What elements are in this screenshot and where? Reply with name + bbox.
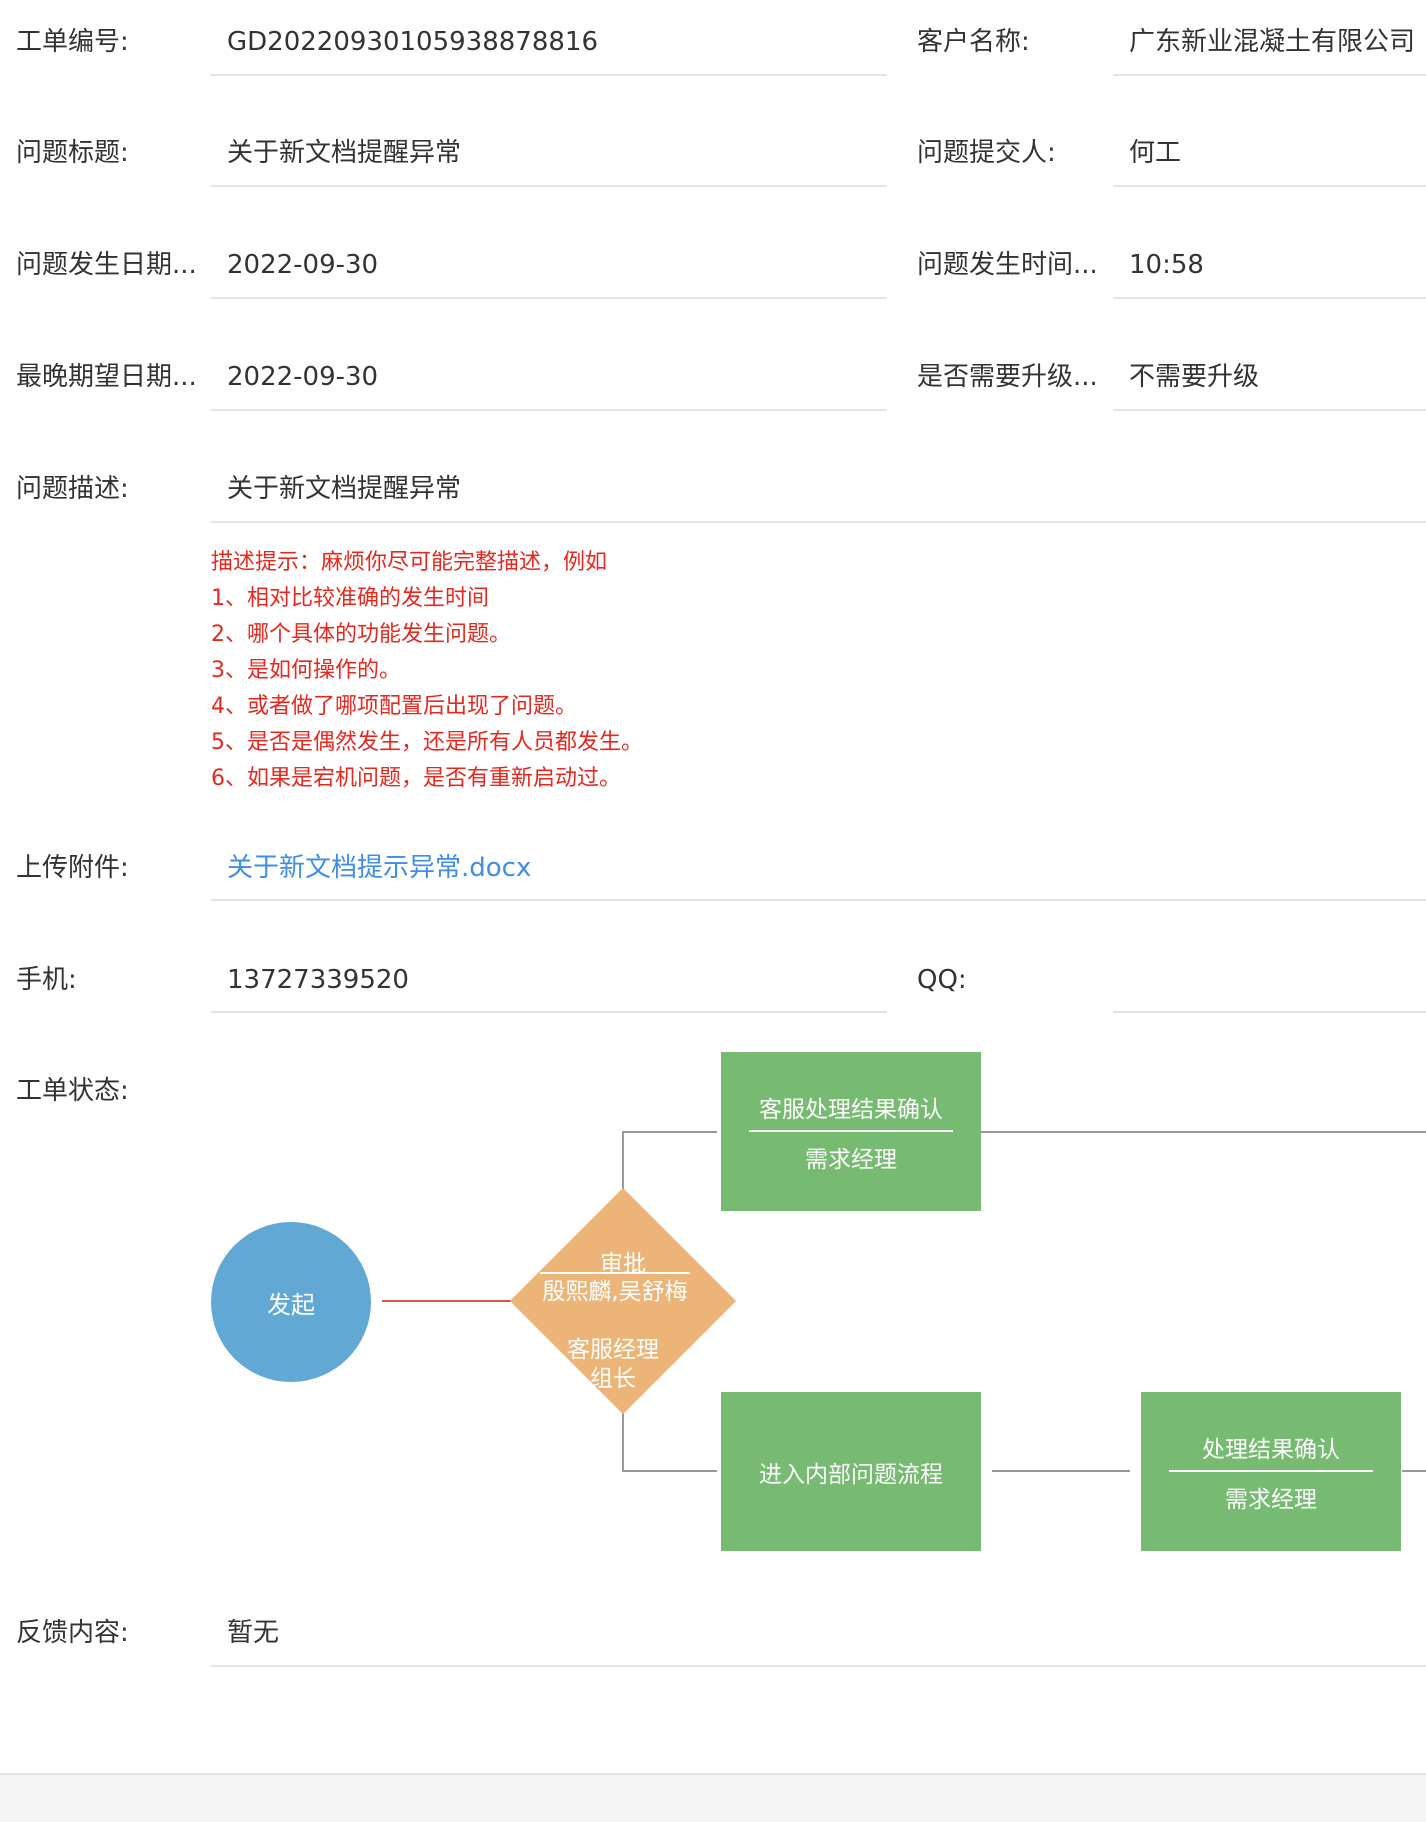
upgrade-field[interactable]: 不需要升级 — [1129, 362, 1260, 392]
description-hint: 描述提示：麻烦你尽可能完整描述，例如 1、相对比较准确的发生时间 2、哪个具体的… — [211, 545, 643, 797]
phone-field[interactable]: 13727339520 — [227, 965, 409, 995]
confirm-role: 需求经理 — [805, 1146, 897, 1173]
flow-internal-node[interactable]: 进入内部问题流程 — [721, 1392, 981, 1551]
connector-confirm-right — [981, 1131, 1426, 1133]
hint-line: 1、相对比较准确的发生时间 — [211, 586, 489, 611]
order-no-underline — [211, 74, 887, 76]
status-label: 工单状态: — [16, 1076, 129, 1106]
upgrade-label: 是否需要升级... — [917, 362, 1098, 392]
occur-time-underline — [1113, 297, 1426, 299]
attachment-link[interactable]: 关于新文档提示异常.docx — [227, 853, 532, 883]
submitter-label: 问题提交人: — [917, 138, 1056, 168]
expected-date-field[interactable]: 2022-09-30 — [227, 362, 379, 392]
phone-underline — [211, 1011, 887, 1013]
feedback-field[interactable]: 暂无 — [227, 1618, 280, 1648]
bottom-bar — [0, 1773, 1426, 1822]
title-label: 问题标题: — [16, 138, 129, 168]
result-role: 需求经理 — [1225, 1486, 1317, 1513]
connector-start-approve — [382, 1300, 512, 1302]
flow-approve-node[interactable]: 审批 殷熙麟,吴舒梅 客服经理 组长 — [509, 1187, 737, 1415]
feedback-underline — [211, 1665, 1426, 1667]
phone-label: 手机: — [16, 965, 77, 995]
attachment-underline — [211, 899, 1426, 901]
result-title: 处理结果确认 — [1202, 1436, 1340, 1463]
occur-time-label: 问题发生时间... — [917, 250, 1098, 280]
customer-field[interactable]: 广东新业混凝土有限公司 — [1129, 27, 1416, 57]
internal-title: 进入内部问题流程 — [759, 1461, 943, 1488]
hint-line: 描述提示：麻烦你尽可能完整描述，例如 — [211, 550, 608, 575]
hint-line: 2、哪个具体的功能发生问题。 — [211, 622, 511, 647]
submitter-underline — [1113, 185, 1426, 187]
occur-date-label: 问题发生日期... — [16, 250, 197, 280]
occur-date-field[interactable]: 2022-09-30 — [227, 250, 379, 280]
hint-line: 5、是否是偶然发生，还是所有人员都发生。 — [211, 730, 643, 755]
order-no-field[interactable]: GD20220930105938878816 — [227, 27, 599, 57]
hint-line: 6、如果是宕机问题，是否有重新启动过。 — [211, 766, 621, 791]
approve-divider — [540, 1272, 690, 1274]
hint-line: 4、或者做了哪项配置后出现了问题。 — [211, 694, 577, 719]
connector-to-internal — [622, 1470, 717, 1472]
confirm-title: 客服处理结果确认 — [759, 1096, 943, 1123]
expected-date-label: 最晚期望日期... — [16, 362, 197, 392]
confirm-divider — [749, 1129, 953, 1132]
occur-date-underline — [211, 297, 887, 299]
approve-role-2: 组长 — [590, 1366, 636, 1392]
flow-start-label: 发起 — [267, 1290, 315, 1319]
qq-label: QQ: — [917, 965, 967, 995]
feedback-label: 反馈内容: — [16, 1618, 129, 1648]
hint-line: 3、是如何操作的。 — [211, 658, 401, 683]
title-field[interactable]: 关于新文档提醒异常 — [227, 138, 462, 168]
customer-underline — [1113, 74, 1426, 76]
result-divider — [1169, 1469, 1373, 1472]
upgrade-underline — [1113, 409, 1426, 411]
connector-to-confirm — [622, 1131, 717, 1133]
title-underline — [211, 185, 887, 187]
customer-label: 客户名称: — [917, 27, 1030, 57]
order-no-label: 工单编号: — [16, 27, 129, 57]
approve-text: 审批 殷熙麟,吴舒梅 客服经理 组长 — [510, 1188, 736, 1414]
flow-confirm-node[interactable]: 客服处理结果确认 需求经理 — [721, 1052, 981, 1211]
description-field[interactable]: 关于新文档提醒异常 — [227, 474, 462, 504]
flow-result-node[interactable]: 处理结果确认 需求经理 — [1141, 1392, 1401, 1551]
approve-role-1: 客服经理 — [567, 1337, 659, 1363]
submitter-field[interactable]: 何工 — [1129, 138, 1182, 168]
qq-underline — [1113, 1011, 1426, 1013]
flow-start-node[interactable]: 发起 — [211, 1222, 371, 1382]
connector-approve-down — [622, 1412, 624, 1472]
approve-people: 殷熙麟,吴舒梅 — [542, 1279, 688, 1305]
description-underline — [211, 521, 1426, 523]
connector-result-right — [1402, 1470, 1426, 1472]
connector-internal-result — [992, 1470, 1130, 1472]
description-label: 问题描述: — [16, 474, 129, 504]
connector-approve-up — [622, 1131, 624, 1191]
expected-date-underline — [211, 409, 887, 411]
attachment-label: 上传附件: — [16, 853, 129, 883]
occur-time-field[interactable]: 10:58 — [1129, 250, 1204, 280]
